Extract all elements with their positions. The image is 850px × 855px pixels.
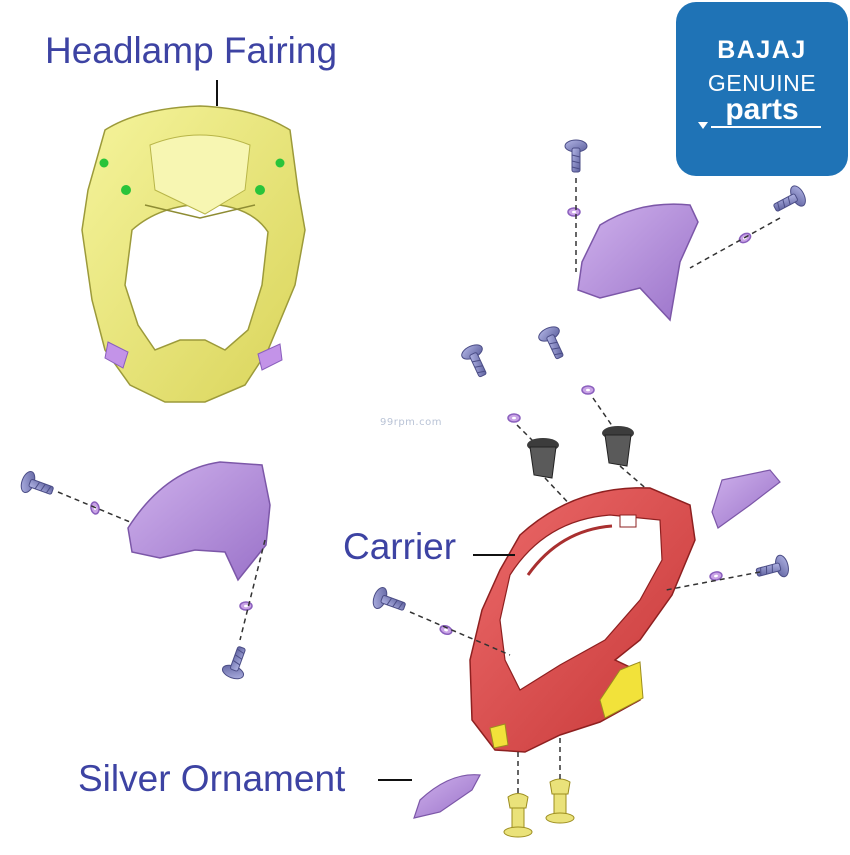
grommet-icon (527, 438, 559, 479)
silver-ornament-label: Silver Ornament (78, 758, 346, 799)
headlamp-fairing (81, 105, 306, 403)
watermark: 99rpm.com (380, 417, 442, 428)
washer-icon (507, 413, 521, 423)
bolt-icon (18, 469, 57, 502)
headlamp-fairing-label: Headlamp Fairing (45, 30, 338, 71)
washer-icon (239, 601, 253, 611)
bolt-icon (458, 341, 494, 381)
bolt-icon (535, 323, 571, 363)
carrier-label: Carrier (343, 526, 457, 567)
washer-icon (581, 385, 595, 395)
brand-arrow-icon (698, 122, 708, 129)
bolt-icon (564, 139, 588, 173)
silver-ornament (413, 774, 481, 819)
brand-logo: BAJAJ GENUINE parts (676, 2, 848, 176)
left-side-panel (127, 461, 271, 582)
washer-icon (567, 207, 581, 217)
clip-icon (503, 793, 533, 838)
carrier (469, 487, 696, 753)
brand-name: BAJAJ (717, 36, 807, 64)
washer-icon (438, 623, 454, 637)
brand-tagline-genuine: GENUINE (707, 70, 817, 96)
bolt-icon (753, 553, 792, 584)
clip-icon (545, 778, 575, 824)
bolt-icon (769, 182, 809, 219)
upper-right-side-panel (577, 203, 699, 322)
brand-tagline-parts: parts (725, 93, 799, 126)
brand-underline (711, 126, 821, 128)
side-ornament (711, 469, 781, 529)
bolt-icon (370, 585, 409, 618)
bolt-icon (220, 643, 253, 682)
grommet-icon (602, 426, 634, 467)
